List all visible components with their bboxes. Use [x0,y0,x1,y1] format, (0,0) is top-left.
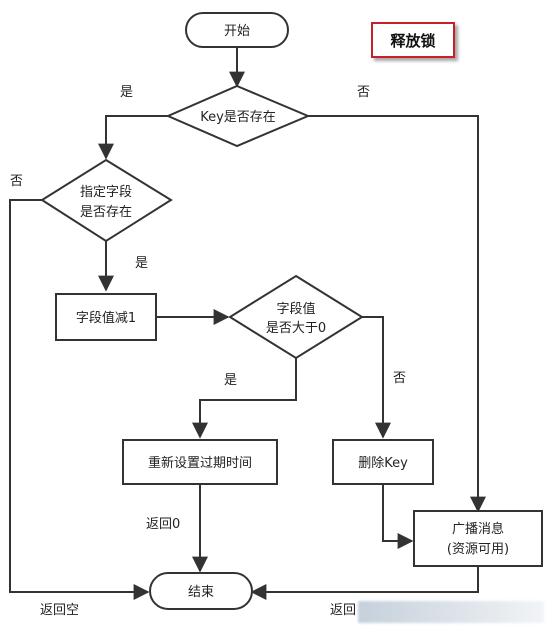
broadcast-process: 广播消息 (资源可用) [413,510,543,567]
delete-key-label: 删除Key [358,456,408,471]
field-exists-label-line2: 是否存在 [80,205,132,220]
edge-broadcast-to-end [250,566,479,600]
reset-expire-label: 重新设置过期时间 [148,455,252,471]
broadcast-label-line2: (资源可用) [447,542,509,557]
edge-delete-to-broadcast [382,484,414,549]
edge-label-key-yes: 是 [120,85,133,100]
start-node: 开始 [185,12,289,48]
key-exists-decision: Key是否存在 [165,84,311,148]
edge-label-key-no: 否 [357,85,370,100]
key-exists-label: Key是否存在 [200,110,276,125]
edge-label-gt-yes: 是 [224,373,237,388]
edge-field-no [9,199,150,600]
edge-gt-yes [192,358,297,439]
end-node: 结束 [149,572,253,610]
edge-label-return-zero: 返回0 [146,517,180,532]
reset-expire-process: 重新设置过期时间 [122,439,278,485]
edge-label-return-one: 返回 [330,603,356,618]
delete-key-process: 删除Key [332,439,434,485]
broadcast-label-line1: 广播消息 [452,521,504,537]
field-exists-label-line1: 指定字段 [80,185,132,200]
gt-zero-decision: 字段值 是否大于0 [228,274,364,360]
edge-label-field-yes: 是 [135,256,148,271]
edge-key-yes [98,115,168,160]
gt-zero-label-line2: 是否大于0 [266,321,326,336]
decrement-label: 字段值减1 [76,310,136,326]
release-lock-badge: 释放锁 [371,22,455,58]
field-exists-decision: 指定字段 是否存在 [40,158,173,243]
edge-label-field-no: 否 [10,174,23,189]
watermark [358,601,544,623]
edge-label-return-null: 返回空 [40,603,79,618]
edge-key-no [308,115,486,513]
start-label: 开始 [224,24,250,39]
connectors [9,47,486,600]
gt-zero-label-line1: 字段值 [276,301,315,317]
edge-gt-no [362,316,391,439]
end-label: 结束 [188,585,214,600]
edge-label-gt-no: 否 [393,371,406,386]
decrement-process: 字段值减1 [55,293,157,341]
